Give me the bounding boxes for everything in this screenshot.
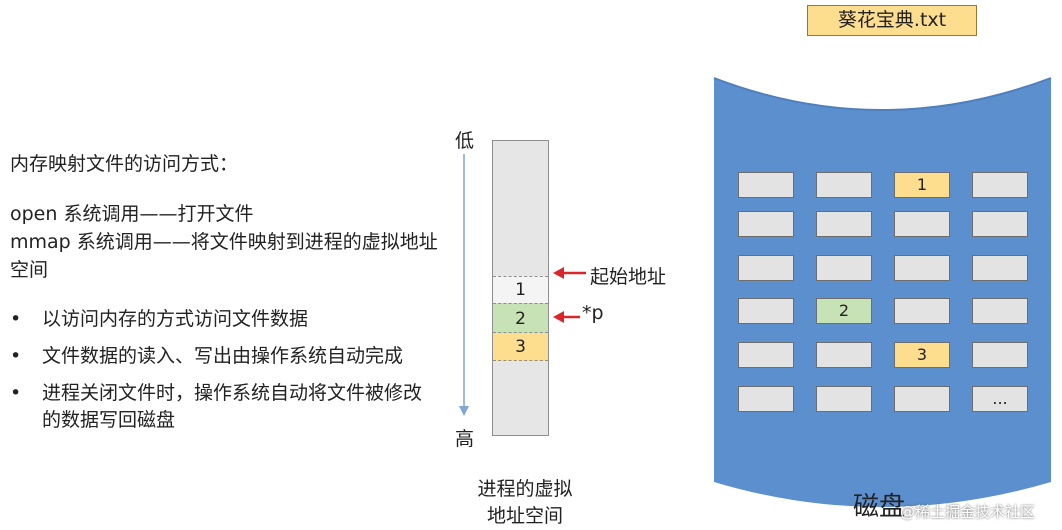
disk-block [894, 255, 950, 281]
disk-block [738, 211, 794, 237]
disk-block [972, 298, 1028, 324]
open-syscall-line: open 系统调用——打开文件 [10, 203, 254, 225]
disk-block [738, 386, 794, 412]
feature-item: 以访问内存的方式访问文件数据 [10, 306, 440, 333]
disk-block: 2 [816, 298, 872, 324]
low-address-label: 低 [455, 130, 475, 152]
feature-item: 进程关闭文件时，操作系统自动将文件被修改的数据写回磁盘 [10, 380, 440, 434]
mmap-syscall-line: mmap 系统调用——将文件映射到进程的虚拟地址空间 [10, 231, 438, 281]
high-address-label: 高 [455, 428, 475, 450]
pointer-label: *p [582, 302, 604, 324]
disk-block: 1 [894, 172, 950, 198]
start-address-label: 起始地址 [590, 266, 667, 288]
disk-caption: 磁盘 [853, 492, 906, 522]
disk-block [972, 211, 1028, 237]
disk-block [816, 342, 872, 368]
watermark-text: @稀土掘金技术社区 [900, 503, 1036, 521]
mmap-description: 内存映射文件的访问方式： open 系统调用——打开文件 mmap 系统调用——… [10, 150, 440, 444]
disk-block [738, 172, 794, 198]
address-direction-arrow [459, 154, 469, 416]
feature-list: 以访问内存的方式访问文件数据 文件数据的读入、写出由操作系统自动完成 进程关闭文… [10, 306, 440, 434]
disk-cylinder [713, 77, 1052, 507]
description-heading: 内存映射文件的访问方式： [10, 153, 239, 175]
start-address-arrow [553, 267, 586, 279]
disk-block [972, 172, 1028, 198]
disk-block [816, 172, 872, 198]
disk-block [816, 386, 872, 412]
mapped-page-3: 3 [493, 333, 548, 361]
feature-item: 文件数据的读入、写出由操作系统自动完成 [10, 343, 440, 370]
disk-block [972, 255, 1028, 281]
disk-block [894, 211, 950, 237]
mapped-page-2: 2 [493, 303, 548, 333]
disk-block [738, 342, 794, 368]
virtual-space-caption-line1: 进程的虚拟 [477, 478, 573, 500]
disk-block [816, 255, 872, 281]
file-name-label: 葵花宝典.txt [807, 5, 977, 36]
disk-block: ... [972, 386, 1028, 412]
disk-block [894, 386, 950, 412]
mapped-page-1: 1 [493, 276, 548, 303]
disk-block [816, 211, 872, 237]
pointer-arrow [553, 311, 580, 323]
disk-block [972, 342, 1028, 368]
virtual-address-space-column: 1 2 3 [492, 140, 549, 436]
disk-block: 3 [894, 342, 950, 368]
virtual-space-caption: 进程的虚拟 地址空间 [455, 476, 595, 530]
disk-block [738, 298, 794, 324]
virtual-space-caption-line2: 地址空间 [486, 505, 563, 527]
disk-block [894, 298, 950, 324]
disk-block [738, 255, 794, 281]
